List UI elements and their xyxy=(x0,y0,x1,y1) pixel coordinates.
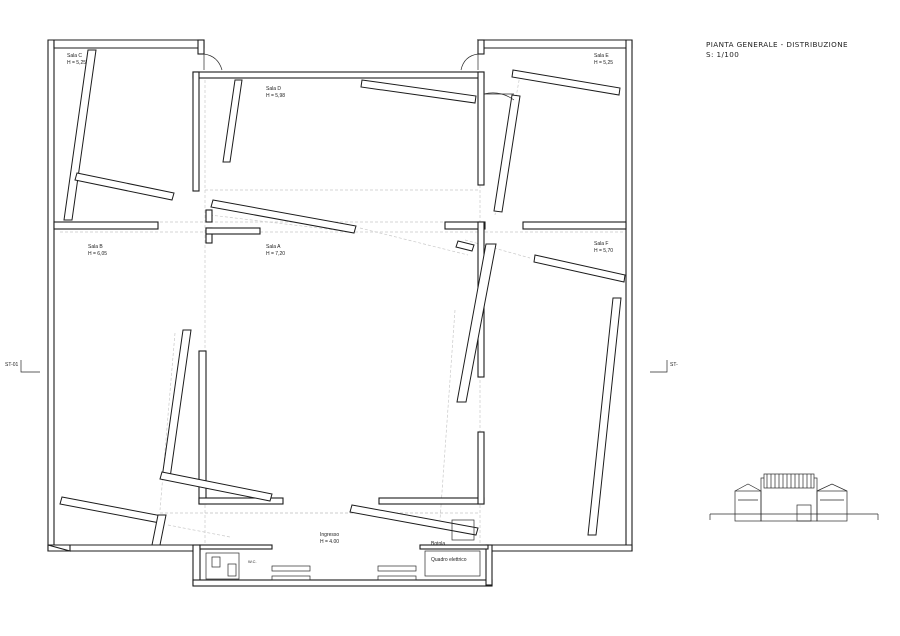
room-height: H = 5,70 xyxy=(594,248,613,254)
room-name: Sala F xyxy=(594,241,608,247)
section-mark-left: ST-01 xyxy=(5,362,19,368)
drawing-title-line1: PIANTA GENERALE - DISTRIBUZIONE xyxy=(706,40,848,49)
room-name: Sala D xyxy=(266,86,281,92)
botola-label: Botola xyxy=(431,541,445,547)
room-name: Sala E xyxy=(594,53,609,59)
section-mark-right: ST- xyxy=(670,362,678,368)
room-height: H = 5,98 xyxy=(266,93,285,99)
construction-lines xyxy=(60,74,625,548)
room-height: H = 6,05 xyxy=(88,251,107,257)
room-labels: Sala C H = 5,25 Sala D H = 5,98 Sala E H… xyxy=(5,53,678,564)
entrance-details xyxy=(205,519,481,581)
room-name: Ingresso xyxy=(320,532,339,538)
outer-walls xyxy=(47,39,633,587)
room-height: H = 5,25 xyxy=(67,60,86,66)
skewed-walls xyxy=(59,49,626,546)
room-name: Sala C xyxy=(67,53,82,59)
room-name: Sala B xyxy=(88,244,103,250)
quadro-elettrico-label: Quadro elettrico xyxy=(431,557,467,563)
doors xyxy=(203,53,515,101)
room-height: H = 4.00 xyxy=(320,539,339,545)
room-height: H = 7,20 xyxy=(266,251,285,257)
wc-label: W.C. xyxy=(248,559,257,564)
room-name: Sala A xyxy=(266,244,281,250)
room-height: H = 5,25 xyxy=(594,60,613,66)
drawing-title: PIANTA GENERALE - DISTRIBUZIONE S: 1/100 xyxy=(706,40,848,59)
section-elevation-thumbnail xyxy=(709,473,879,522)
internal-walls xyxy=(53,209,627,505)
drawing-scale: S: 1/100 xyxy=(706,50,739,59)
section-markers xyxy=(20,360,668,373)
